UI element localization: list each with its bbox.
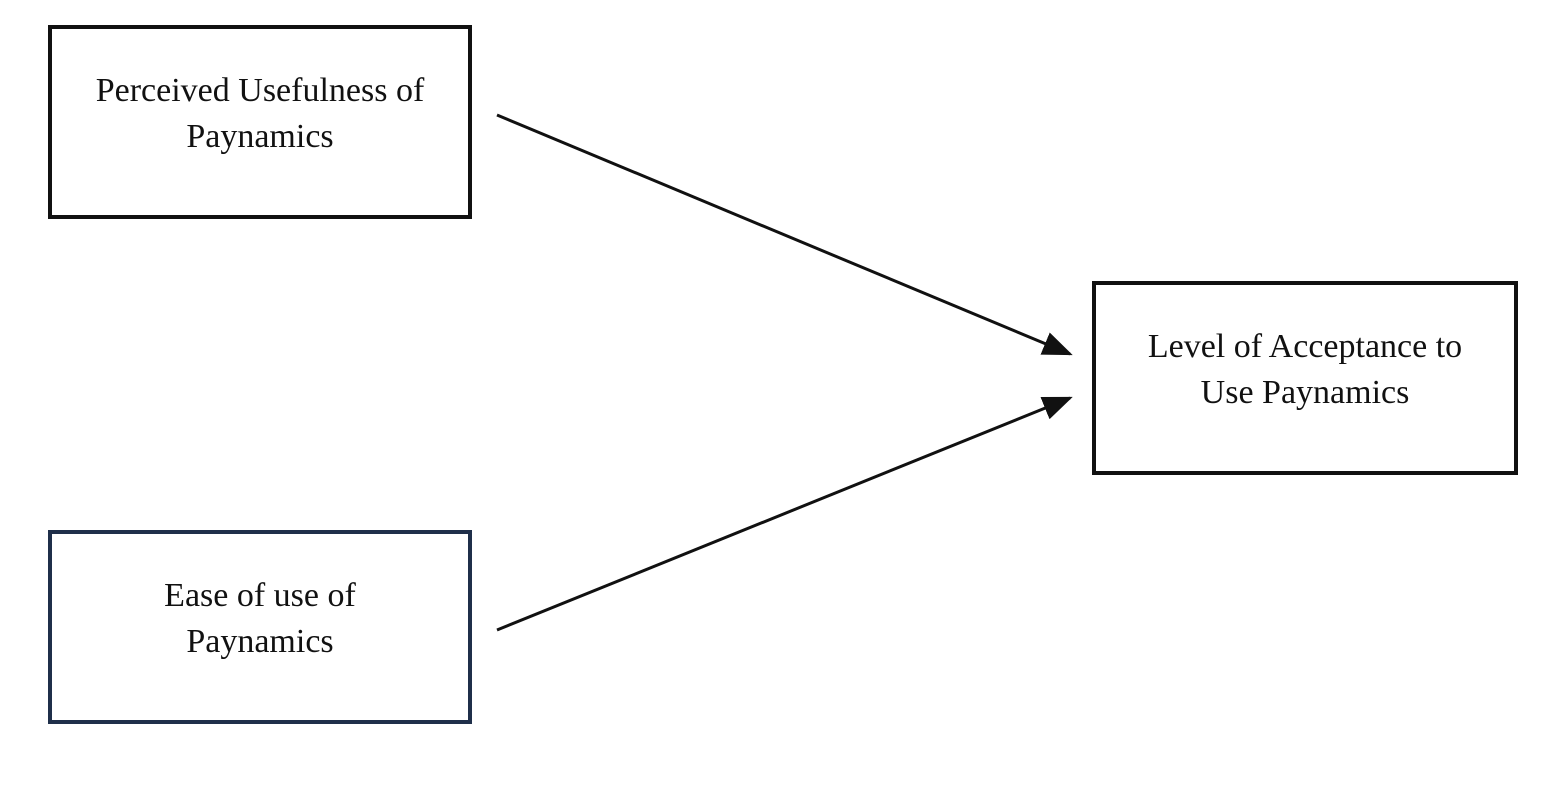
level-of-acceptance-line2: Use Paynamics — [1200, 374, 1410, 411]
arrow-ease-to-acceptance — [496, 396, 1073, 632]
perceived-usefulness-line2: Paynamics — [186, 118, 334, 155]
perceived-usefulness-line1: Perceived Usefulness of — [95, 72, 425, 109]
ease-of-use-box: Ease of use of Paynamics — [48, 530, 472, 724]
perceived-usefulness-box: Perceived Usefulness of Paynamics — [48, 25, 472, 219]
perceived-usefulness-label: Perceived Usefulness of Paynamics — [65, 68, 455, 160]
ease-of-use-label: Ease of use of Paynamics — [110, 573, 410, 665]
level-of-acceptance-line1: Level of Acceptance to — [1147, 328, 1463, 365]
ease-of-use-line1: Ease of use of — [164, 577, 356, 614]
arrow-usefulness-to-acceptance — [496, 113, 1073, 356]
ease-of-use-line2: Paynamics — [186, 623, 334, 660]
level-of-acceptance-label: Level of Acceptance to Use Paynamics — [1115, 324, 1495, 416]
level-of-acceptance-box: Level of Acceptance to Use Paynamics — [1092, 281, 1518, 475]
